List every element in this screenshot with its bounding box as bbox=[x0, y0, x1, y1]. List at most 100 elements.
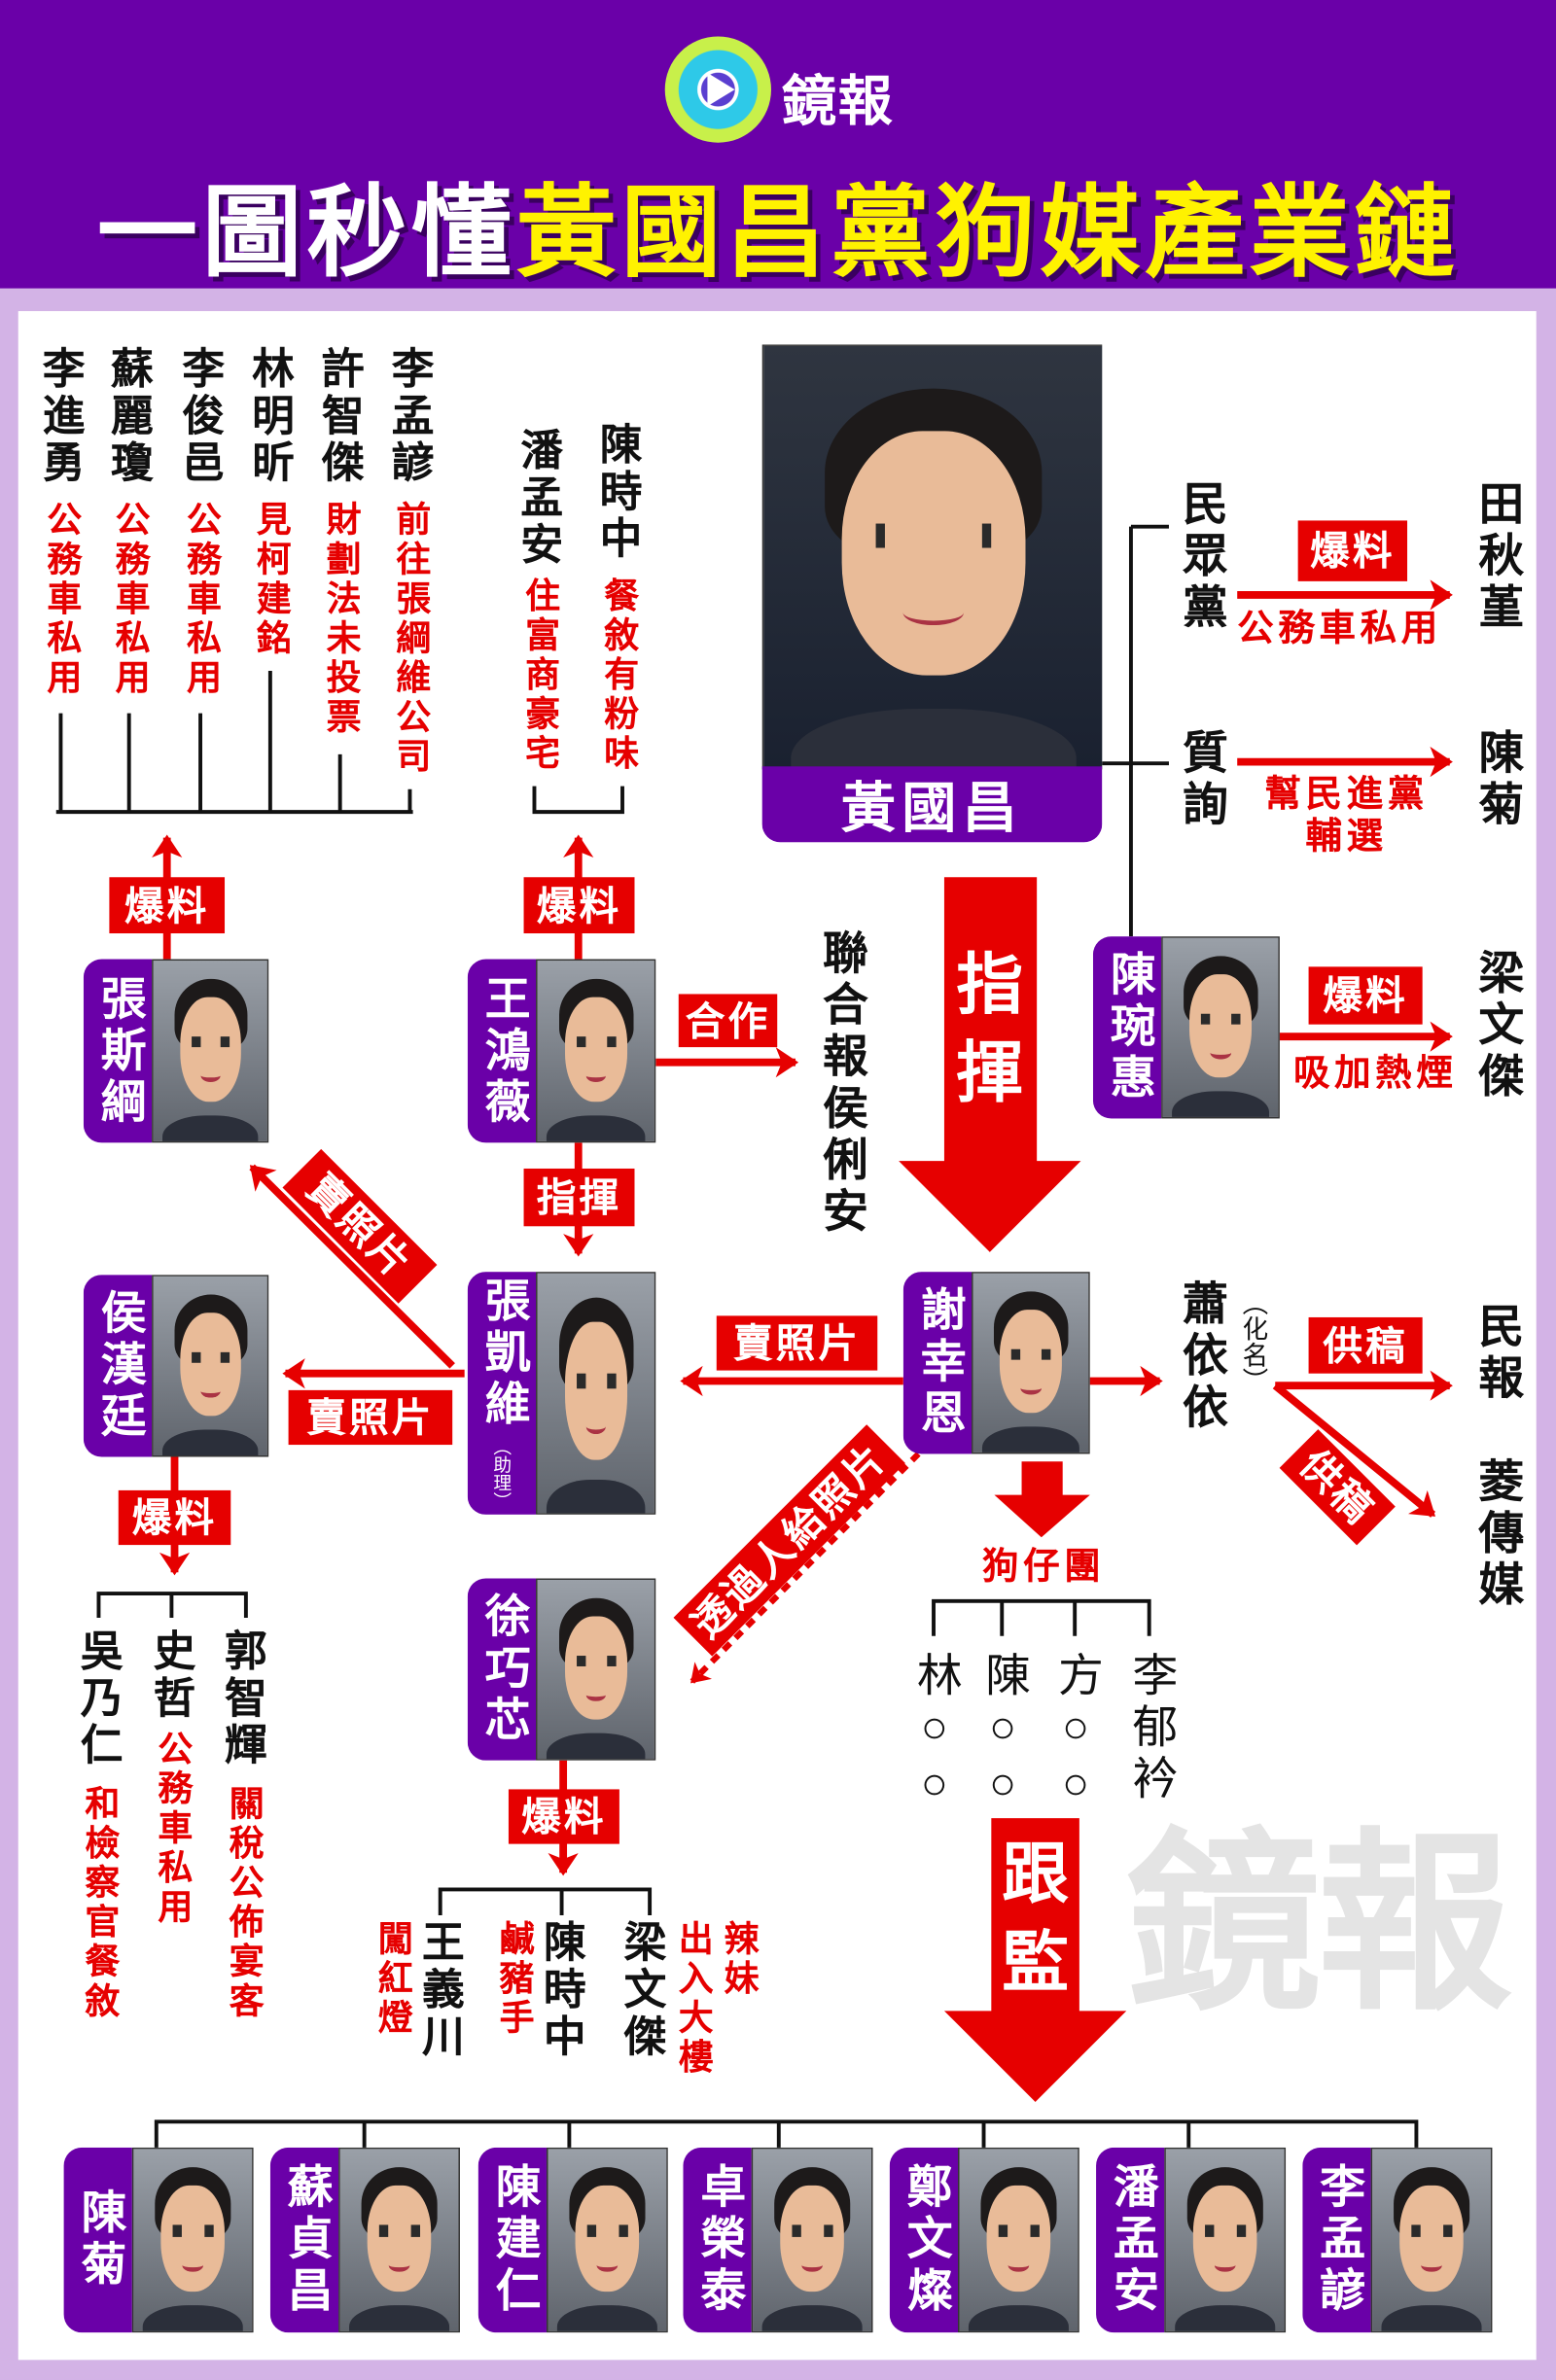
portrait-eyes bbox=[172, 2225, 213, 2237]
card-label: 徐巧芯 bbox=[467, 1578, 537, 1761]
card-surveillance-target: 鄭文燦 bbox=[889, 2147, 1079, 2333]
person-name: 潘孟安 bbox=[515, 428, 564, 570]
person-note: 公務車私用 bbox=[181, 501, 222, 699]
card-name: 鄭文燦 bbox=[899, 2162, 950, 2318]
card-zhang-kaiwei: 張凱維（助理） bbox=[467, 1272, 656, 1515]
card-name: 王鴻薇 bbox=[477, 973, 528, 1129]
portrait-face bbox=[780, 2185, 845, 2292]
portrait-face bbox=[564, 1320, 628, 1461]
card-huang: 黃國昌 bbox=[761, 344, 1103, 843]
portrait-body bbox=[162, 1115, 259, 1141]
person-note: 前往張綱維公司 bbox=[390, 501, 431, 778]
person-name: 梁文傑 bbox=[619, 1919, 667, 2061]
photo bbox=[536, 959, 656, 1143]
big-arrow-command-char-2: 揮 bbox=[956, 1036, 1024, 1111]
bracket-chen-pan bbox=[532, 786, 624, 815]
person-name: 李俊邑 bbox=[177, 345, 226, 488]
big-arrow-surveil-char-2: 監 bbox=[1002, 1925, 1069, 2001]
chen-wanhui-note: 吸加熱煙 bbox=[1292, 1053, 1458, 1095]
big-arrow-surveil-char-1: 跟 bbox=[1002, 1838, 1069, 1912]
arrow-dotted-via-person bbox=[690, 1452, 921, 1684]
tag-sell-photos: 賣照片 bbox=[716, 1315, 878, 1371]
portrait-mouth bbox=[902, 599, 965, 625]
tag-baoliao: 爆料 bbox=[109, 877, 226, 934]
bracket-surveillance bbox=[154, 2119, 1419, 2148]
chen-wanhui-target: 梁文傑 bbox=[1470, 948, 1522, 1103]
card-label: 陳琬惠 bbox=[1092, 936, 1162, 1119]
portrait-mouth bbox=[199, 1069, 221, 1083]
udn-reporter: 聯合報侯俐安 bbox=[815, 928, 866, 1239]
title-white: 一圖秒懂 bbox=[96, 176, 516, 289]
person-note: 關稅公佈宴客 bbox=[224, 1784, 264, 2022]
card-name: 潘孟安 bbox=[1106, 2162, 1156, 2318]
portrait-face bbox=[160, 2185, 226, 2292]
photo bbox=[957, 2147, 1079, 2333]
xiao-alias: （化名） bbox=[1237, 1289, 1267, 1393]
portrait-face bbox=[564, 1615, 628, 1720]
card-name: 陳菊 bbox=[73, 2188, 124, 2292]
tpp-note: 公務車私用 bbox=[1237, 608, 1442, 650]
portrait-face bbox=[999, 1309, 1062, 1414]
photo bbox=[546, 2147, 668, 2333]
tpp-target: 田秋堇 bbox=[1470, 479, 1522, 635]
portrait-mouth bbox=[182, 2258, 204, 2272]
person-name: 史哲 bbox=[148, 1628, 196, 1723]
portrait-body bbox=[761, 2305, 863, 2331]
card-label: 卓榮泰 bbox=[683, 2147, 752, 2333]
person-name: 吳乃仁 bbox=[76, 1628, 124, 1770]
card-name: 謝幸恩 bbox=[912, 1285, 964, 1441]
card-label: 李孟諺 bbox=[1302, 2147, 1371, 2333]
card-label: 謝幸恩 bbox=[902, 1272, 972, 1454]
portrait-eyes bbox=[191, 1036, 230, 1048]
portrait-face bbox=[179, 997, 241, 1102]
tag-baoliao: 爆料 bbox=[1308, 966, 1423, 1025]
card-hou-hanting: 侯漢廷 bbox=[83, 1275, 269, 1457]
portrait-mouth bbox=[596, 2258, 619, 2272]
card-name: 侯漢廷 bbox=[93, 1288, 144, 1444]
tag-command: 指揮 bbox=[523, 1168, 635, 1227]
portrait-face bbox=[179, 1312, 241, 1417]
card-zhang-sigang: 張斯綱 bbox=[83, 959, 269, 1143]
person-note: 和檢察官餐敘 bbox=[79, 1784, 120, 2022]
portrait-body bbox=[1381, 2305, 1482, 2331]
card-label: 張斯綱 bbox=[83, 959, 153, 1143]
card-label: 潘孟安 bbox=[1096, 2147, 1165, 2333]
tpp-label: 民眾黨 bbox=[1175, 479, 1225, 635]
card-name: 陳琬惠 bbox=[1103, 950, 1153, 1105]
tag-supply: 供稿 bbox=[1308, 1316, 1423, 1374]
card-label: 王鴻薇 bbox=[467, 959, 537, 1143]
tag-cooperate: 合作 bbox=[678, 994, 778, 1048]
person-note: 見柯建銘 bbox=[251, 501, 291, 659]
card-name: 張凱維 bbox=[477, 1276, 528, 1432]
person-name: 陳時中 bbox=[539, 1919, 586, 2061]
card-name: 張斯綱 bbox=[93, 973, 144, 1129]
portrait-mouth bbox=[199, 1383, 221, 1398]
person-note: 出入大樓 bbox=[673, 1919, 713, 2079]
person-name: 郭智輝 bbox=[220, 1628, 267, 1770]
person-name: 陳時中 bbox=[594, 421, 643, 564]
paparazzi-member: 方○○ bbox=[1050, 1651, 1101, 1815]
photo bbox=[536, 1578, 656, 1761]
paparazzi-label: 狗仔團 bbox=[981, 1546, 1106, 1588]
portrait-face bbox=[1192, 2185, 1257, 2292]
arrow-kaiwei-to-sigang bbox=[249, 1164, 455, 1369]
bracket-top-left bbox=[55, 670, 413, 815]
card-name: 蘇貞昌 bbox=[280, 2162, 331, 2318]
card-label: 張凱維（助理） bbox=[467, 1272, 537, 1515]
header-banner: 鏡報 一圖秒懂黃國昌黨狗媒產業鏈 bbox=[0, 0, 1556, 289]
portrait-body bbox=[162, 1430, 259, 1455]
person-name: 林明昕 bbox=[247, 345, 295, 488]
tag-baoliao: 爆料 bbox=[1297, 520, 1408, 581]
portrait-body bbox=[969, 2305, 1069, 2331]
portrait-face bbox=[564, 997, 628, 1102]
inquiry-target: 陳菊 bbox=[1470, 728, 1522, 832]
photo bbox=[1370, 2147, 1493, 2333]
portrait-face bbox=[1399, 2185, 1464, 2292]
card-label: 陳建仁 bbox=[477, 2147, 547, 2333]
big-arrow-command bbox=[899, 877, 1081, 1252]
xiao-name: 蕭依依 bbox=[1175, 1278, 1225, 1435]
portrait-eyes bbox=[576, 1655, 617, 1666]
title-yellow: 黃國昌黨狗媒產業鏈 bbox=[515, 176, 1460, 289]
